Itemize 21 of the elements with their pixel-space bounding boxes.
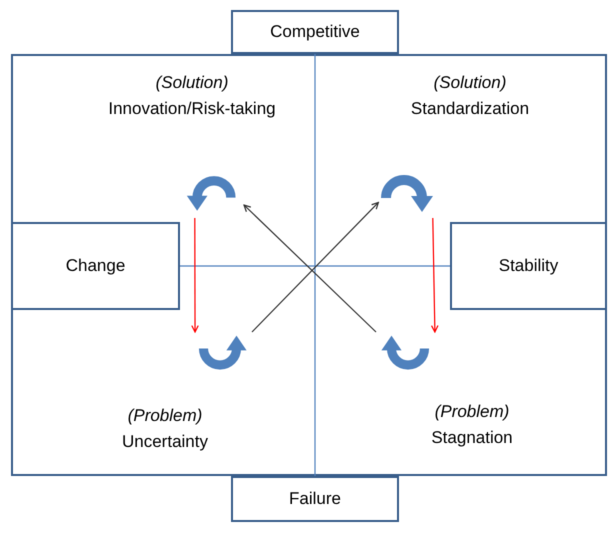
quadrant-title: Standardization xyxy=(410,98,530,120)
divider-line xyxy=(314,54,316,476)
quadrant-title: Stagnation xyxy=(431,427,513,449)
box-label: Failure xyxy=(289,488,341,510)
quadrant-tag: (Problem) xyxy=(128,403,202,429)
label-box xyxy=(450,222,607,310)
arrow xyxy=(430,218,439,333)
label-box xyxy=(231,476,399,522)
divider-line xyxy=(180,265,450,267)
map-frame xyxy=(11,54,607,476)
quadrant-title: Uncertainty xyxy=(122,431,208,453)
quadrant-tag: (Solution) xyxy=(156,70,228,96)
quadrant-tag: (Solution) xyxy=(434,70,506,96)
quadrant-title: Innovation/Risk-taking xyxy=(108,98,276,120)
box-label: Stability xyxy=(498,255,558,278)
box-label: Change xyxy=(66,255,126,278)
arrow xyxy=(191,218,199,333)
label-box xyxy=(11,222,180,310)
quadrant-tag: (Problem) xyxy=(434,399,510,425)
box-label: Competitive xyxy=(270,21,360,44)
label-box xyxy=(231,10,399,54)
